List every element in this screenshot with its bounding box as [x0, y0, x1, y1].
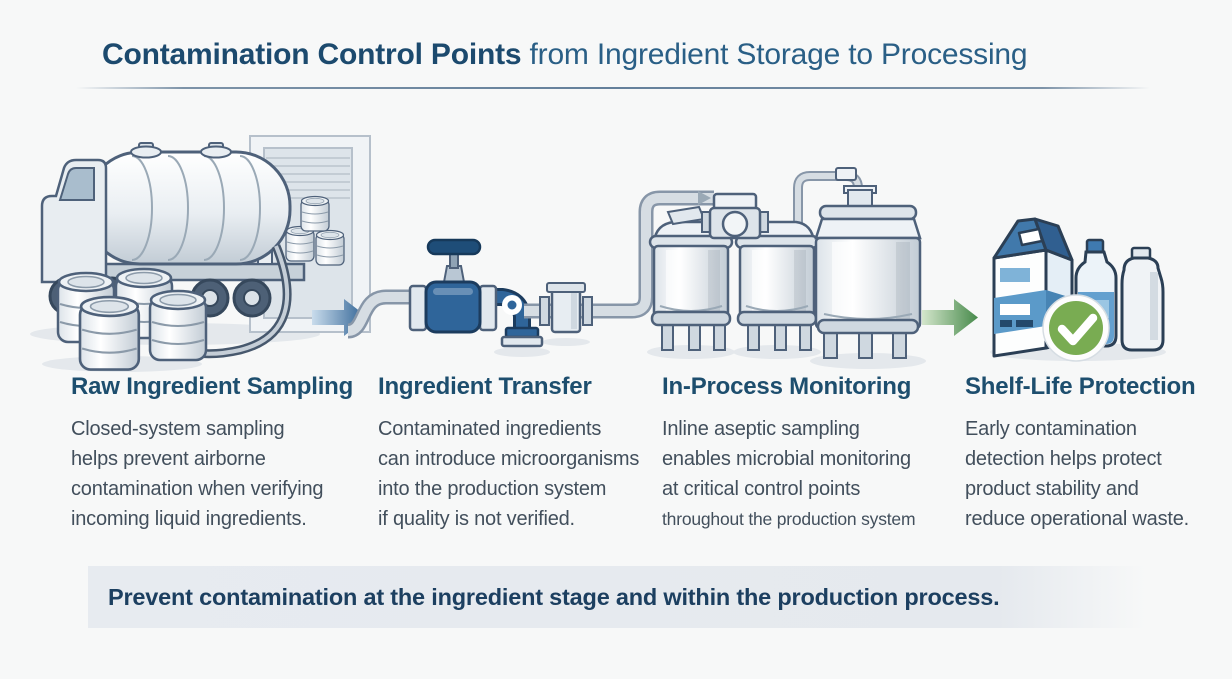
ingredient-barrels: [42, 267, 208, 372]
stage-description-line: can introduce microorganisms: [378, 448, 640, 470]
stage-description-line: Closed-system sampling: [71, 418, 285, 440]
stage-description-line: reduce operational waste.: [965, 508, 1190, 530]
milk-carton: [992, 217, 1074, 358]
white-jug: [1120, 246, 1165, 352]
packaged-products-illustration: [990, 217, 1166, 362]
stage-description-line: Inline aseptic sampling: [662, 418, 860, 440]
stage-description-line: into the production system: [378, 478, 607, 500]
stage-in-process-monitoring: In-Process Monitoring Inline aseptic sam…: [662, 372, 916, 534]
title-rest: from Ingredient Storage to Processing: [529, 38, 1028, 71]
stage-heading: In-Process Monitoring: [662, 373, 912, 400]
stage-description-line: detection helps protect: [965, 448, 1162, 470]
tank-large: [814, 185, 922, 359]
stage-description-line: if quality is not verified.: [378, 508, 575, 530]
checkmark-icon: [1042, 294, 1110, 362]
stage-heading: Shelf-Life Protection: [965, 373, 1196, 400]
stage-description-line: enables microbial monitoring: [662, 448, 911, 470]
stage-description-line: incoming liquid ingredients.: [71, 508, 307, 530]
process-tanks-illustration: [647, 167, 926, 369]
stage-description-line: product stability and: [965, 478, 1139, 500]
valve-illustration: [346, 190, 714, 357]
title-emphasis: Contamination Control Points: [102, 38, 522, 71]
stage-heading: Raw Ingredient Sampling: [71, 373, 354, 400]
inline-fitting: [539, 282, 593, 334]
stage-description-line: throughout the production system: [662, 509, 916, 529]
stage-raw-ingredient-sampling: Raw Ingredient Sampling Closed-system sa…: [71, 372, 353, 534]
stage-description-line: Early contamination: [965, 418, 1137, 440]
stage-description-line: at critical control points: [662, 478, 861, 500]
tanker-truck: [40, 142, 306, 318]
stage-description-line: contamination when verifying: [71, 478, 324, 500]
key-message-banner: Prevent contamination at the ingredient …: [88, 566, 1146, 628]
process-flow-illustration: [30, 135, 1166, 372]
tanker-truck-illustration: [30, 135, 371, 372]
stage-heading: Ingredient Transfer: [378, 373, 592, 400]
page-title: Contamination Control Points from Ingred…: [102, 38, 1028, 72]
stage-ingredient-transfer: Ingredient Transfer Contaminated ingredi…: [378, 372, 639, 534]
sampling-pump: [701, 192, 769, 240]
tank-small-2: [734, 220, 820, 352]
flow-arrow-green-icon: [922, 299, 978, 336]
banner-text: Prevent contamination at the ingredient …: [108, 583, 1000, 610]
shutoff-valve: [408, 238, 498, 334]
title-divider: [76, 87, 1150, 89]
stage-description-line: helps prevent airborne: [71, 448, 266, 470]
stage-description-line: Contaminated ingredients: [378, 418, 602, 440]
stage-shelf-life-protection: Shelf-Life Protection Early contaminatio…: [965, 372, 1196, 534]
